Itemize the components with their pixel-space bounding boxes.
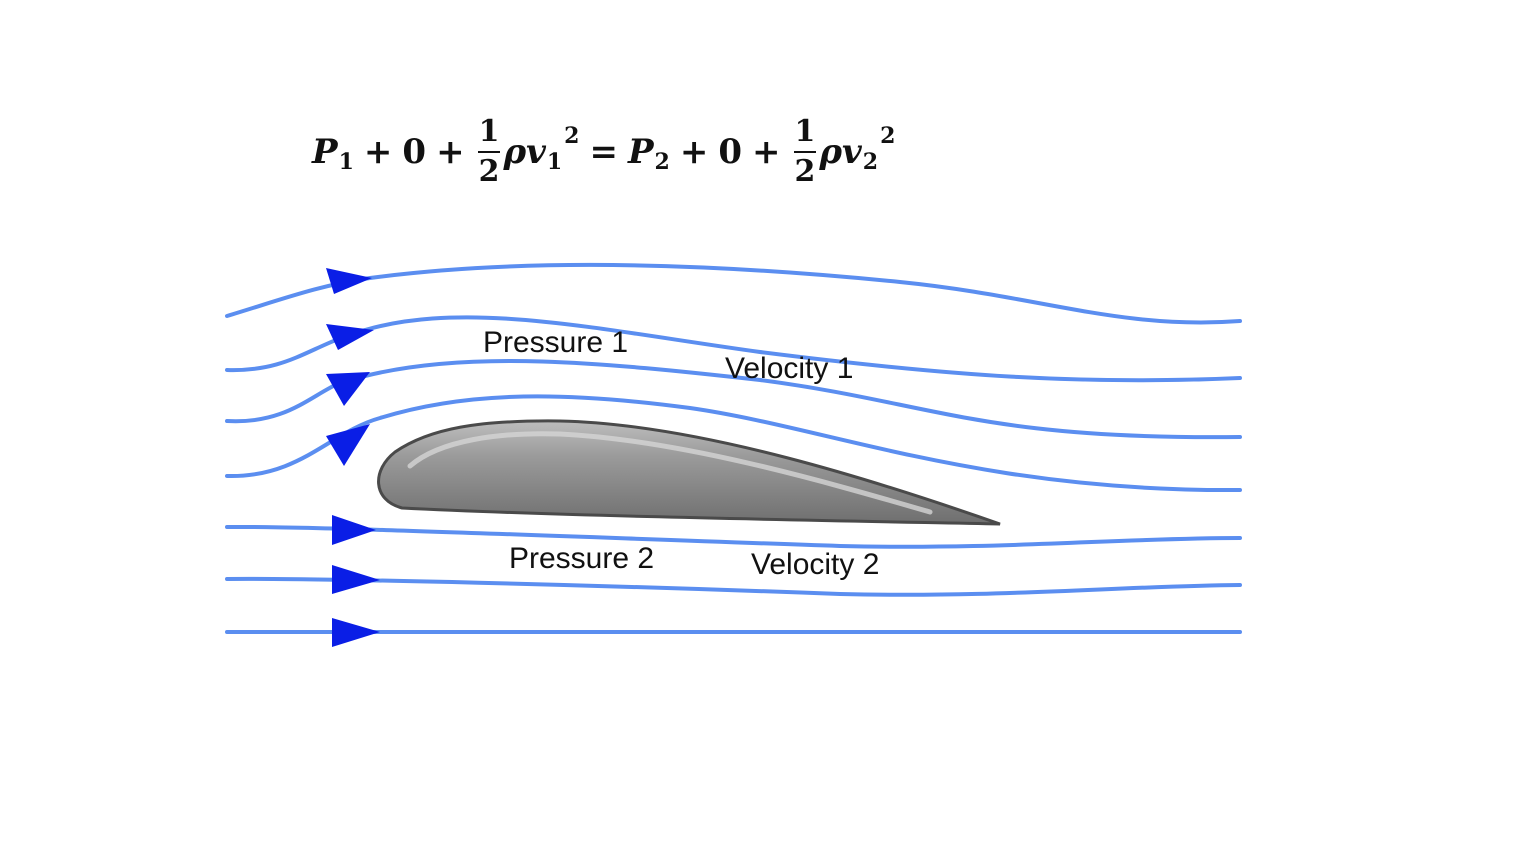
streamline-5 (225, 524, 1242, 549)
square-exponent-left: 2 (564, 123, 580, 149)
fraction-bar (793, 151, 816, 153)
equals-sign: = (589, 132, 618, 172)
velocity-symbol-left: v (526, 132, 546, 172)
velocity-2-label: Velocity 2 (751, 548, 880, 581)
square-exponent-right: 2 (880, 123, 896, 149)
flow-arrow-icon (326, 424, 370, 466)
airfoil-body (377, 419, 1001, 526)
pressure-2-label: Pressure 2 (509, 542, 655, 575)
velocity-subscript-right: 2 (862, 149, 879, 175)
velocity-subscript-left: 1 (546, 149, 563, 175)
plus-sign: + (752, 132, 781, 172)
airfoil (377, 419, 1001, 526)
velocity-symbol-right: v (842, 132, 862, 172)
plus-sign: + (363, 132, 393, 172)
pressure-1-label: Pressure 1 (483, 326, 629, 359)
pressure-subscript-right: 2 (654, 149, 670, 175)
fraction-denominator: 2 (794, 154, 816, 189)
pressure-subscript-left: 1 (338, 149, 354, 175)
streamline-1 (225, 262, 1242, 325)
fraction-numerator: 1 (478, 114, 500, 149)
fraction-denominator: 2 (478, 154, 500, 189)
plus-sign: + (679, 132, 709, 172)
flow-arrow-icon (326, 268, 372, 294)
airfoil-highlight (407, 431, 933, 515)
streamline-3 (225, 358, 1242, 440)
flow-arrows (326, 268, 380, 647)
zero-term: 0 (402, 132, 427, 172)
flow-arrow-icon (326, 372, 370, 406)
fraction-bar (478, 151, 500, 153)
streamline-6 (225, 576, 1242, 597)
half-fraction-right: 1 2 (793, 117, 818, 187)
zero-term: 0 (718, 132, 743, 172)
pressure-symbol-right: P (627, 132, 654, 172)
rho-symbol-right: ρ (819, 132, 843, 172)
half-fraction-left: 1 2 (477, 117, 502, 187)
flow-arrow-icon (326, 324, 374, 350)
flow-arrow-icon (332, 565, 380, 594)
flow-arrow-icon (332, 618, 380, 647)
streamline-2 (225, 315, 1242, 383)
flow-arrow-icon (332, 515, 376, 545)
velocity-1-label: Velocity 1 (725, 352, 854, 385)
pressure-symbol-left: P (312, 132, 338, 172)
fraction-numerator: 1 (794, 114, 816, 149)
plus-sign: + (436, 132, 465, 172)
rho-symbol-left: ρ (503, 132, 527, 172)
